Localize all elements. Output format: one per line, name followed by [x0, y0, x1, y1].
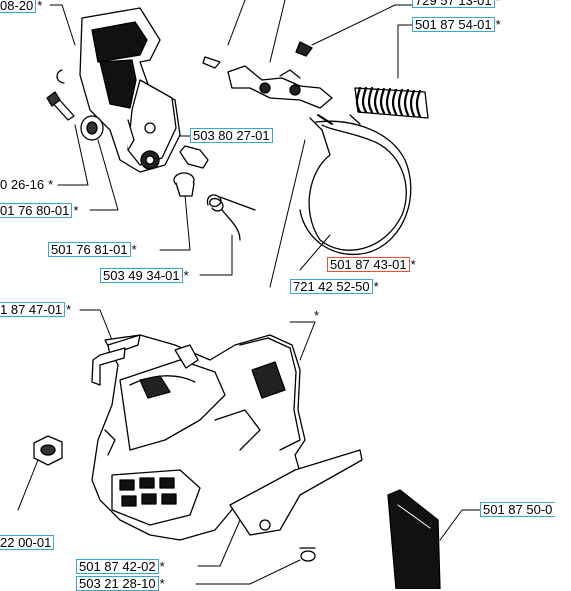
part-number-highlighted: 501 87 43-01	[327, 257, 410, 272]
part-number: 501 87 54-01	[412, 17, 495, 32]
bottom-screw-part	[299, 547, 316, 562]
part-label: 501 87 43-01*	[327, 257, 416, 272]
part-number: 729 57 13-01	[412, 0, 495, 8]
sleeve-part	[173, 172, 195, 197]
screw-part	[46, 91, 75, 121]
part-label: 1 87 47-01*	[0, 302, 71, 317]
coil-spring-part	[354, 86, 429, 119]
nut-part	[33, 435, 63, 466]
brake-handle-part	[79, 7, 181, 173]
part-number: 22 00-01	[0, 535, 55, 550]
part-label: 08-20*	[0, 0, 42, 13]
part-label: 501 87 42-02*	[76, 559, 165, 574]
part-number: 0 26-16	[0, 177, 48, 192]
part-label: 503 49 34-01*	[100, 268, 189, 283]
bushing-part	[80, 115, 104, 141]
part-number: 503 80 27-01	[190, 128, 273, 143]
part-label: 721 42 52-50*	[290, 279, 379, 294]
part-number: 01 76 80-01	[0, 203, 73, 218]
part-label: 729 57 13-01*	[412, 0, 501, 8]
part-label: 01 76 80-01*	[0, 203, 78, 218]
part-number: 1 87 47-01	[0, 302, 66, 317]
part-label: 503 80 27-01	[190, 128, 274, 143]
clutch-cover-part	[91, 334, 306, 541]
part-label: 501 76 81-01*	[48, 242, 137, 257]
dark-cover-plate-part	[387, 489, 441, 589]
brake-band-part	[299, 114, 412, 256]
part-number: 501 87 50-0	[480, 502, 556, 517]
part-label: 501 87 50-0	[480, 502, 556, 517]
brake-lever-part	[202, 41, 333, 109]
unlabeled-part-marker: *	[314, 308, 320, 323]
part-number: 501 76 81-01	[48, 242, 131, 257]
chain-guard-plate-part	[229, 449, 363, 536]
part-number: 503 49 34-01	[100, 268, 183, 283]
pin-part	[179, 145, 209, 169]
part-number: 721 42 52-50	[290, 279, 373, 294]
part-number: 08-20	[0, 0, 37, 13]
part-label: 0 26-16*	[0, 177, 53, 192]
part-label: 501 87 54-01*	[412, 17, 501, 32]
leader-lines	[17, 0, 481, 585]
hook-part	[91, 334, 141, 386]
torsion-spring-part	[206, 194, 256, 241]
part-label: 22 00-01	[0, 535, 55, 550]
part-number: 501 87 42-02	[76, 559, 159, 574]
small-spring-clip-part	[56, 69, 65, 84]
